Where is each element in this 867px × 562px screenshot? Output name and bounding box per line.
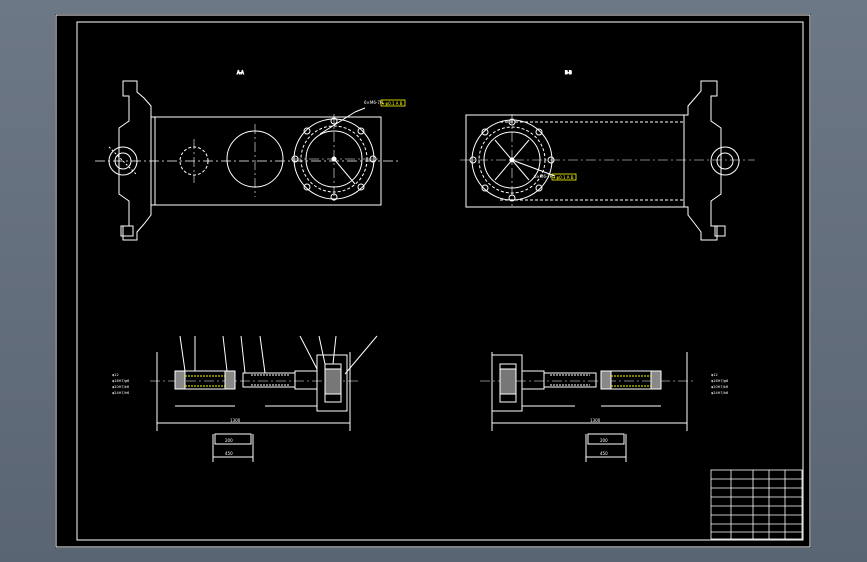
bottom-right-labels: 1300 200 450 φ12 φ16H7/g6 φ20H7/k6 φ24H7… xyxy=(590,373,728,456)
view-label: A-A xyxy=(237,70,244,75)
left-plate-box-frame xyxy=(380,99,406,107)
right-box-top: 200 xyxy=(600,438,608,443)
left-plate-note: 6×M6-7H xyxy=(364,100,383,105)
left-side-note-3: φ20H7/k6 xyxy=(112,385,129,389)
title-block xyxy=(710,469,803,540)
left-box-top: 200 xyxy=(225,438,233,443)
view-label-right: B-B xyxy=(565,70,572,75)
bottom-left-labels: 1300 200 450 φ12 φ16H7/g6 φ20H7/k6 φ24H7… xyxy=(112,373,241,456)
drawing-sheet[interactable]: A-A xyxy=(55,14,811,548)
bottom-right-assembly xyxy=(480,352,695,462)
right-plate-box: ⌖ φ0.1 A B xyxy=(553,175,574,180)
right-side-note-4: φ24H7/h6 xyxy=(711,391,728,395)
left-plate-box: ⌖ φ0.1 A B xyxy=(382,101,403,106)
right-side-note-2: φ16H7/g6 xyxy=(711,379,728,383)
left-side-note-1: φ12 xyxy=(112,373,119,377)
drawing-canvas[interactable]: A-A xyxy=(55,14,811,548)
bottom-left-assembly xyxy=(150,335,378,462)
left-box-bottom: 450 xyxy=(225,451,233,456)
right-plate-box-frame xyxy=(551,173,577,181)
top-right-view: B-B xyxy=(460,70,755,241)
right-side-note-3: φ20H7/k6 xyxy=(711,385,728,389)
top-right-annotations: 6×M6-7H ⌖ φ0.1 A B xyxy=(534,173,577,181)
left-side-note-2: φ16H7/g6 xyxy=(112,379,129,383)
inner-border xyxy=(76,21,804,541)
left-total-dim: 1300 xyxy=(230,418,241,423)
right-total-dim: 1300 xyxy=(590,418,601,423)
right-side-note-1: φ12 xyxy=(711,373,718,377)
top-left-annotations: 6×M6-7H ⌖ φ0.1 A B xyxy=(364,99,406,107)
right-box-bottom: 450 xyxy=(600,451,608,456)
outer-border xyxy=(55,14,811,548)
top-left-view: A-A xyxy=(95,70,400,241)
left-side-note-4: φ24H7/h6 xyxy=(112,391,129,395)
right-plate-note: 6×M6-7H xyxy=(534,174,553,179)
